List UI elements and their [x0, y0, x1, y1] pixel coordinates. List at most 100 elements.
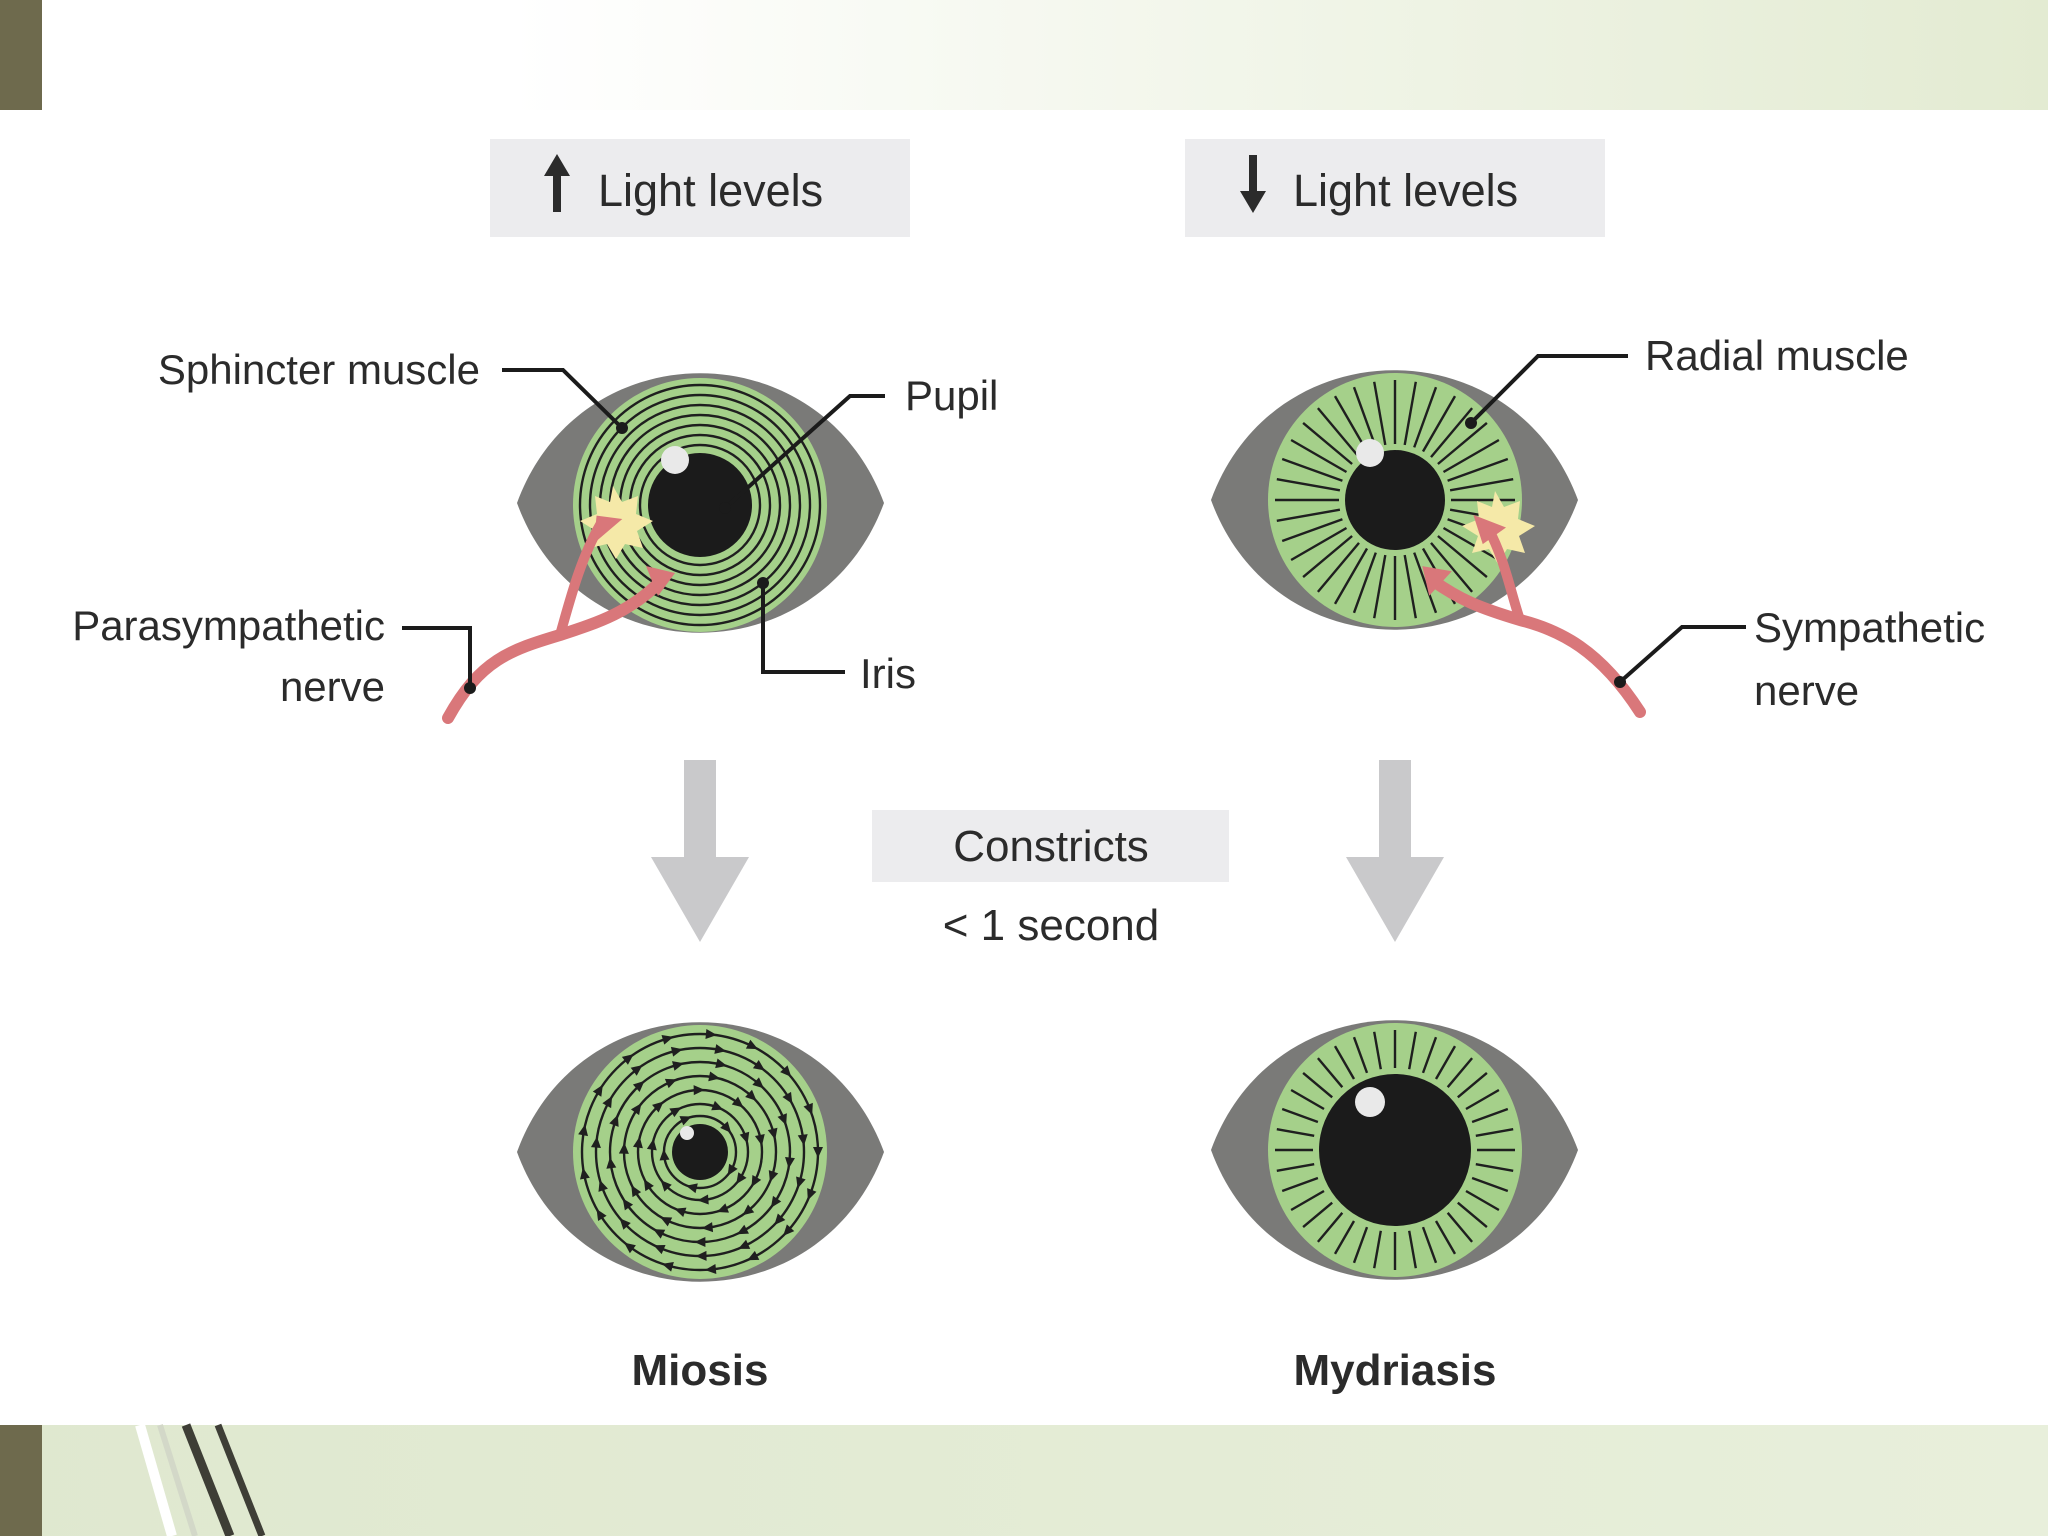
muscle-fiber: [1281, 457, 1343, 482]
top-accent-bar: [0, 0, 42, 110]
ring-arrow: [714, 1044, 727, 1054]
muscle-fiber: [1437, 535, 1488, 579]
muscle-fiber: [1276, 478, 1341, 492]
ring-arrow: [768, 1170, 779, 1183]
ring-arrow: [752, 1060, 765, 1071]
ring-arrow: [622, 1198, 634, 1211]
muscle-fiber: [1403, 554, 1417, 619]
muscle-fiber: [1276, 508, 1341, 522]
leader-lines-right: [1469, 354, 1746, 684]
muscle-fiber: [1276, 1163, 1315, 1172]
ring-arrow: [783, 1224, 795, 1236]
muscle-fiber: [1333, 1220, 1356, 1255]
flow-arrow-left: [651, 760, 749, 942]
ring-arrow: [711, 1100, 724, 1111]
ring-arrow: [660, 1180, 672, 1192]
muscle-fiber: [1290, 526, 1348, 562]
pupil-mydriasis: [1319, 1074, 1471, 1226]
ring-arrow: [670, 1046, 683, 1057]
ring-arrow: [736, 1224, 749, 1235]
muscle-fiber: [1302, 535, 1353, 579]
muscle-fiber: [1316, 542, 1360, 593]
ring-arrow: [630, 1065, 643, 1076]
ring-direction-arrows: [578, 1029, 823, 1275]
muscle-fiber: [1449, 478, 1514, 492]
ring-arrow: [751, 1175, 762, 1188]
ring-arrow: [631, 1185, 642, 1198]
constricts-label: Constricts: [953, 822, 1149, 871]
ring-arrow: [661, 1035, 674, 1045]
ring-arrow: [659, 1149, 670, 1161]
muscle-fiber: [1302, 1201, 1333, 1229]
ring-arrow: [796, 1176, 806, 1189]
ring-arrow: [752, 1077, 764, 1089]
ring-arrow: [780, 1065, 792, 1077]
eye-dilating: [1211, 370, 1578, 630]
header-decrease-label: Light levels: [1293, 165, 1518, 216]
caption-mydriasis: Mydriasis: [1294, 1346, 1497, 1395]
header-increase-light: Light levels: [490, 139, 910, 237]
ring-arrow: [580, 1167, 590, 1180]
muscle-fiber: [1421, 1036, 1438, 1074]
muscle-fiber: [1430, 542, 1474, 593]
muscle-fiber: [1475, 1128, 1514, 1137]
header-decrease-light: Light levels: [1185, 139, 1605, 237]
muscle-fiber: [1408, 1230, 1417, 1269]
label-radial-muscle: Radial muscle: [1645, 332, 1909, 379]
muscle-fiber: [1446, 1057, 1474, 1088]
highlight-top-right: [1356, 439, 1384, 467]
ring-arrow: [803, 1102, 813, 1115]
ring-arrow: [652, 1101, 664, 1113]
highlight-top-left: [661, 446, 689, 474]
header-increase-label: Light levels: [598, 165, 823, 216]
ring-arrow: [660, 1216, 673, 1227]
muscle-fiber: [1434, 1045, 1457, 1080]
ring-arrow: [669, 1107, 682, 1118]
ring-arrow: [679, 1116, 692, 1126]
muscle-fiber: [1373, 554, 1387, 619]
ring-arrow: [736, 1172, 747, 1185]
muscle-fiber: [1471, 1107, 1509, 1124]
ring-arrow: [705, 1029, 717, 1040]
label-sympathetic: Sympathetic: [1754, 604, 1985, 651]
ring-arrow: [596, 1209, 607, 1221]
ring-arrow: [606, 1157, 617, 1169]
ring-arrow: [785, 1156, 795, 1169]
muscle-fiber: [1373, 1031, 1382, 1070]
label-parasympathetic-nerve: nerve: [280, 663, 385, 710]
ring-arrow: [767, 1127, 778, 1140]
parasympathetic-nerve-fiber: [442, 515, 675, 724]
muscle-fiber: [1352, 552, 1377, 614]
muscle-fiber: [1447, 457, 1509, 482]
muscle-fiber: [1302, 421, 1353, 465]
ring-arrow: [797, 1134, 808, 1146]
ring-arrow: [745, 1039, 758, 1050]
label-sphincter-muscle: Sphincter muscle: [158, 346, 480, 393]
muscle-fiber: [1403, 381, 1417, 446]
muscle-fiber: [1316, 1212, 1344, 1243]
muscle-fiber: [1276, 1128, 1315, 1137]
ring-arrow: [674, 1207, 687, 1218]
eye-miosis: [517, 1022, 884, 1282]
ring-arrow: [653, 1229, 666, 1239]
muscle-fiber: [1302, 1071, 1333, 1099]
muscle-fiber: [1281, 1107, 1319, 1124]
ring-arrow: [646, 1138, 657, 1151]
ring-arrow: [592, 1084, 603, 1097]
ring-arrow: [632, 1136, 643, 1149]
muscle-fiber: [1373, 381, 1387, 446]
muscle-fiber: [1352, 1036, 1369, 1074]
muscle-fiber: [1457, 1201, 1488, 1229]
muscle-fiber: [1290, 438, 1348, 474]
caption-miosis: Miosis: [632, 1346, 769, 1395]
ring-arrow: [590, 1136, 601, 1149]
ring-arrow: [715, 1058, 728, 1069]
ring-arrow: [653, 1244, 666, 1255]
ring-arrow: [708, 1071, 720, 1082]
ring-arrow: [742, 1204, 755, 1216]
ring-arrow: [745, 1089, 757, 1101]
muscle-fiber: [1465, 1088, 1500, 1111]
ring-arrow: [578, 1124, 588, 1137]
top-band: [0, 0, 2048, 110]
arrow-down-icon: [1240, 155, 1266, 213]
